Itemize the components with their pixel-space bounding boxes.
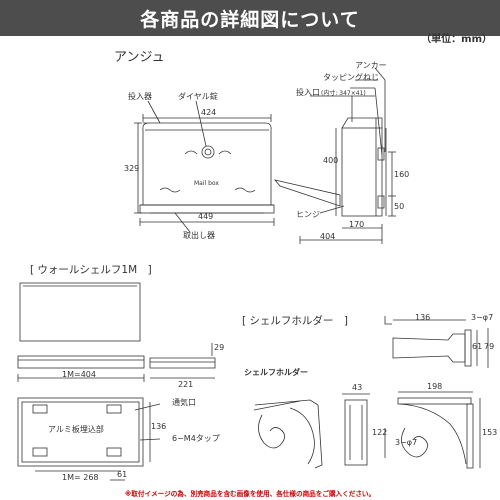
anju-dim-50: 50: [394, 202, 405, 211]
shelf-dim-136: 136: [151, 422, 167, 431]
holder-dim-198: 198: [427, 382, 443, 391]
wall-shelf-views: [17, 282, 216, 481]
shelf-dim-61: 61: [117, 470, 128, 479]
anju-name: アンジュ: [114, 50, 165, 65]
shelf-dim-268: 1M= 268: [62, 473, 99, 482]
page-title: 各商品の詳細図について: [140, 9, 360, 31]
anju-dim-side-height: 400: [323, 156, 339, 165]
holder-dim-122: 122: [372, 428, 388, 437]
shelf-holder-top-view: [384, 316, 489, 368]
anju-anchor-label: アンカー: [355, 61, 387, 70]
holder-dim-79: 79: [484, 342, 495, 351]
anju-dim-170: 170: [349, 220, 365, 229]
shelf-dim-29: 29: [214, 343, 225, 352]
anju-dim-160: 160: [394, 170, 410, 179]
holder-dim-61: 61: [472, 342, 483, 351]
holder-dim-hole2: 3−φ7: [395, 438, 418, 447]
anju-opening-label: 投入口: [296, 88, 320, 97]
title-bar: 各商品の詳細図について: [0, 0, 500, 36]
holder-dim-43: 43: [352, 383, 363, 392]
footer-note: ※取付イメージの為、別売商品を含む画像を使用、各仕様の商品をご購入ください。: [124, 490, 376, 498]
unit-label: （単位：mm）: [421, 34, 492, 45]
shelf-vent-label: 通気口: [172, 398, 196, 407]
anju-hinge-label: ヒンジ: [296, 210, 320, 219]
shelf-name: [ ウォールシェルフ1M ]: [30, 264, 152, 276]
anju-front-view: [134, 100, 275, 233]
holder-dim-153: 153: [482, 428, 498, 437]
anju-dim-bottom: 449: [198, 212, 214, 221]
anju-brand: Mail box: [194, 180, 219, 187]
holder-name: [ シェルフホルダー ]: [242, 315, 349, 327]
shelf-holder-ornate-views: [253, 391, 481, 469]
shelf-dim-221: 221: [178, 380, 194, 389]
shelf-alu-label: アルミ板埋込部: [48, 425, 104, 434]
anju-take-out-label: 取出し器: [183, 231, 215, 240]
anju-side-view: [273, 67, 396, 244]
shelf-dim-width: 1M=404: [62, 370, 96, 379]
holder-dim-hole: 3−φ7: [471, 313, 494, 322]
anju-dim-height: 329: [124, 164, 140, 173]
shelf-tap-label: 6−M4タップ: [172, 434, 220, 443]
anju-slot-label: 投入器: [128, 92, 152, 101]
anju-dim-top: 424: [201, 108, 217, 117]
holder-dim-136: 136: [415, 313, 431, 322]
anju-opening-size: (内寸: 347×41): [321, 90, 366, 97]
anju-screw-label: タッピングねじ: [323, 73, 379, 82]
anju-lock-label: ダイヤル錠: [178, 92, 218, 101]
anju-dim-depth: 404: [320, 232, 336, 241]
holder-subtitle: シェルフホルダー: [244, 368, 308, 377]
